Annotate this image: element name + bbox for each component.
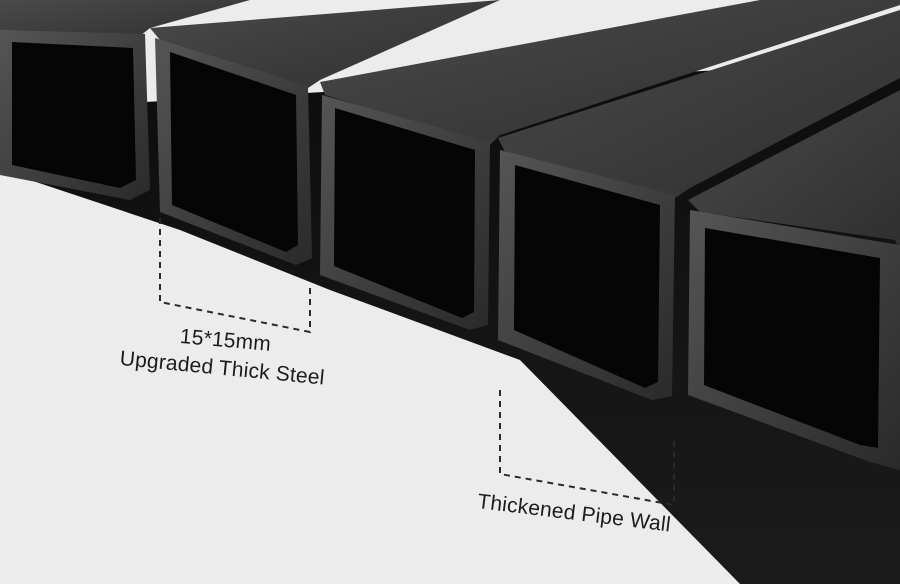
steel-tube-1: [0, 0, 250, 200]
steel-tube-2: [150, 0, 500, 265]
steel-tube-4: [498, 10, 900, 400]
steel-tube-3: [320, 0, 900, 330]
steel-tube-5: [688, 90, 900, 470]
